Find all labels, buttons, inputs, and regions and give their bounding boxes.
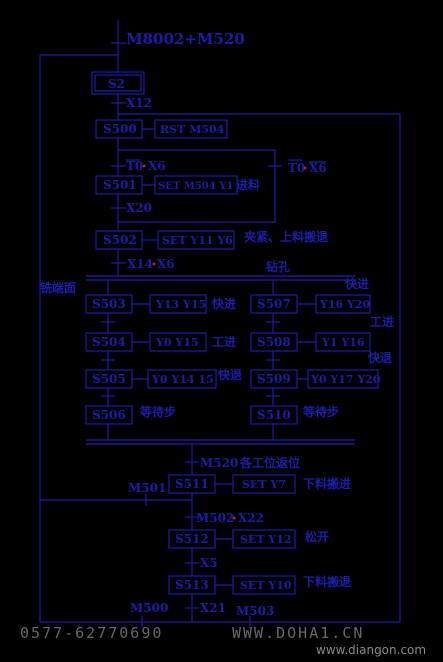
step-s509-label: S509 — [257, 372, 291, 386]
step-s505-label: S505 — [92, 372, 126, 386]
step-s2-label: S2 — [108, 77, 125, 91]
transition-x5: X5 — [200, 556, 218, 570]
action-s512 — [232, 529, 296, 549]
action-s503-note: 快进 — [212, 296, 236, 311]
transition-x21: X21 — [200, 601, 226, 615]
action-s502-label: SET Y11 Y6 — [162, 234, 233, 247]
transition-t0: T0 — [126, 159, 143, 173]
action-s500-label: RST M504 — [160, 123, 225, 136]
step-s501-label: S501 — [103, 178, 137, 192]
step-s512-label: S512 — [175, 532, 209, 546]
transition-m520-note: 各工位返位 — [239, 455, 300, 470]
step-s2-inner — [94, 74, 142, 92]
right-loop-line — [118, 113, 401, 623]
action-s505-label: Y0 Y14 15 — [151, 373, 214, 386]
transition-x6a: X6 — [148, 159, 166, 173]
step-s506 — [85, 405, 133, 425]
title-condition: M8002+M520 — [126, 30, 245, 48]
action-s504-note: 工进 — [212, 334, 236, 349]
action-s510-note: 等待步 — [302, 404, 339, 419]
action-s513-label: SET Y10 — [240, 579, 292, 592]
action-s505-note: 快退 — [218, 367, 242, 382]
action-s511 — [232, 474, 296, 494]
label-right-gongjin: 工进 — [370, 314, 394, 329]
action-s511-note: 下料搬进 — [303, 476, 351, 491]
transition-m501: M501 — [128, 481, 166, 495]
action-s512-note: 松开 — [305, 529, 329, 544]
action-s502-note: 夹紧、上料搬退 — [244, 229, 328, 244]
watermark-phone: 0577-62770690 — [20, 624, 163, 642]
skip-branch-line — [118, 149, 276, 223]
action-s511-label: SET Y7 — [242, 478, 286, 491]
label-right-kuaijin: 快进 — [345, 276, 369, 291]
action-s502 — [157, 230, 235, 250]
action-s507-label: Y16 Y20 — [319, 298, 370, 311]
transition-m500: M500 — [130, 601, 168, 615]
watermark-site: WWW.DOHA1.CN — [232, 624, 364, 642]
action-s500 — [154, 119, 228, 139]
action-s501-label: SET M504 Y1 — [158, 181, 233, 192]
label-right-kuaitui: 快退 — [368, 350, 392, 365]
transition-x14: X14 — [127, 257, 153, 271]
action-s509 — [307, 369, 379, 389]
action-s507 — [315, 294, 371, 314]
transition-x12: X12 — [126, 96, 152, 110]
action-s505 — [147, 369, 217, 389]
action-s504-label: Y0 Y15 — [155, 336, 199, 349]
action-s501 — [154, 175, 238, 195]
transition-m503: M503 — [236, 604, 274, 618]
step-s502-label: S502 — [103, 233, 137, 247]
action-s504 — [149, 332, 207, 352]
action-s513-note: 下料搬退 — [303, 574, 351, 589]
label-left-branch: 铣端面 — [40, 280, 76, 295]
step-s507-label: S507 — [257, 297, 291, 311]
action-s508 — [315, 332, 371, 352]
transition-t0-right: T0 — [288, 161, 305, 175]
step-s503-label: S503 — [92, 297, 126, 311]
transition-x14-x6: X6 — [157, 257, 175, 271]
step-s510-label: S510 — [257, 408, 291, 422]
action-s509-label: Y0 Y17 Y20 — [310, 373, 381, 386]
outer-loop-line — [39, 54, 118, 623]
transition-m502: M502 — [196, 511, 234, 525]
step-s500-label: S500 — [103, 122, 137, 136]
action-s503-label: Y13 Y15 — [155, 298, 206, 311]
action-s501-note: 进料 — [236, 177, 260, 192]
step-s511-label: S511 — [175, 477, 209, 491]
step-s504-label: S504 — [92, 335, 126, 349]
transition-x6b: X6 — [309, 161, 327, 175]
action-s513 — [232, 575, 296, 595]
action-s508-label: Y1 Y16 — [321, 336, 365, 349]
transition-m520: M520 — [200, 456, 238, 470]
label-right-branch: 钻孔 — [266, 259, 290, 274]
transition-x22: X22 — [238, 511, 264, 525]
action-s503 — [149, 294, 207, 314]
step-s506-label: S506 — [92, 408, 126, 422]
step-s510 — [250, 405, 298, 425]
transition-x20: X20 — [126, 201, 152, 215]
action-s512-label: SET Y12 — [240, 533, 292, 546]
step-s513-label: S513 — [175, 578, 209, 592]
step-s508-label: S508 — [257, 335, 291, 349]
action-s506-note: 等待步 — [139, 404, 176, 419]
watermark-site2: www.diangon.com — [316, 643, 426, 657]
